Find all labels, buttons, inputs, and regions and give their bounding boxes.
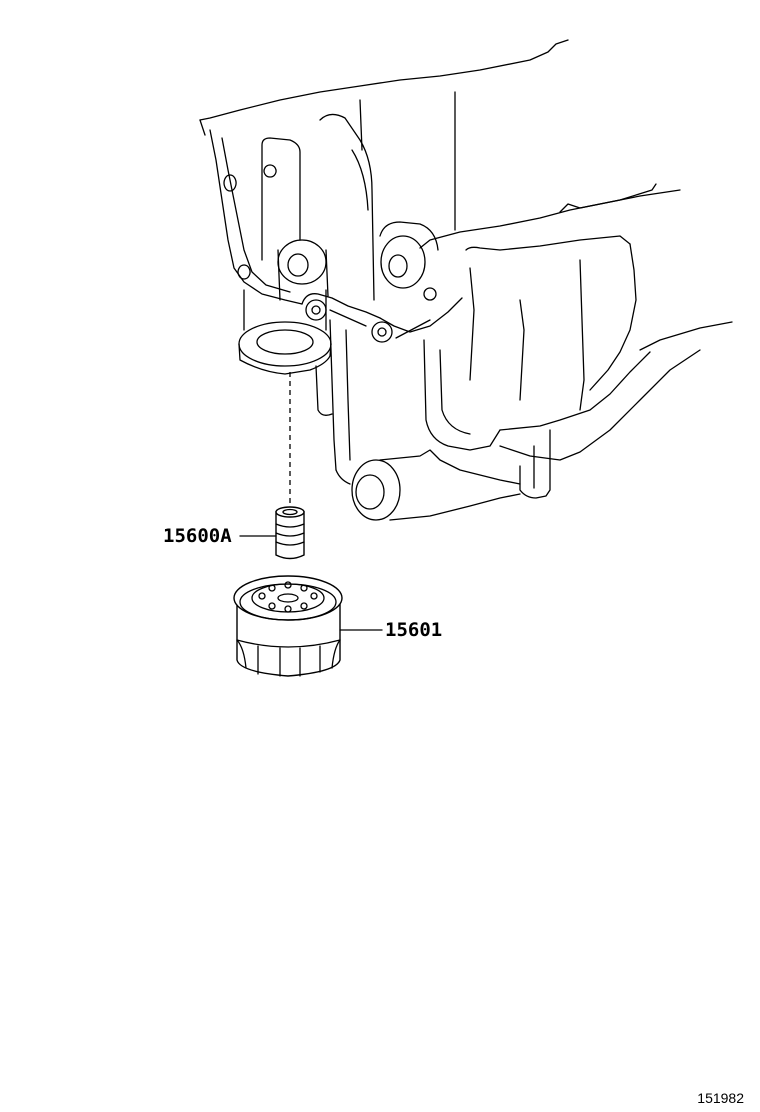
diagram-id: 151982 — [697, 1090, 744, 1106]
oil-filter-15601 — [233, 575, 343, 677]
union-bolt-15600a — [275, 506, 305, 560]
engine-block-outline — [199, 39, 733, 521]
part-label-15600a[interactable]: 15600A — [163, 525, 232, 547]
part-label-15601[interactable]: 15601 — [385, 619, 443, 641]
